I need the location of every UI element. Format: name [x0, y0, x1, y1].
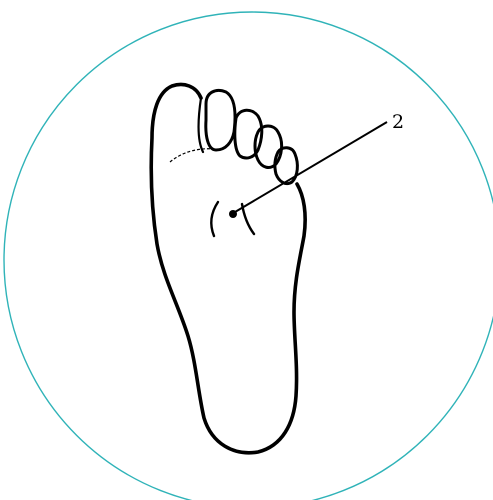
frame-circle: [4, 12, 493, 500]
point-bracket-left: [211, 202, 218, 236]
point-label: 2: [392, 113, 404, 132]
point-bracket-right: [242, 204, 254, 234]
second-toe: [206, 91, 235, 151]
big-toe: [199, 98, 203, 152]
